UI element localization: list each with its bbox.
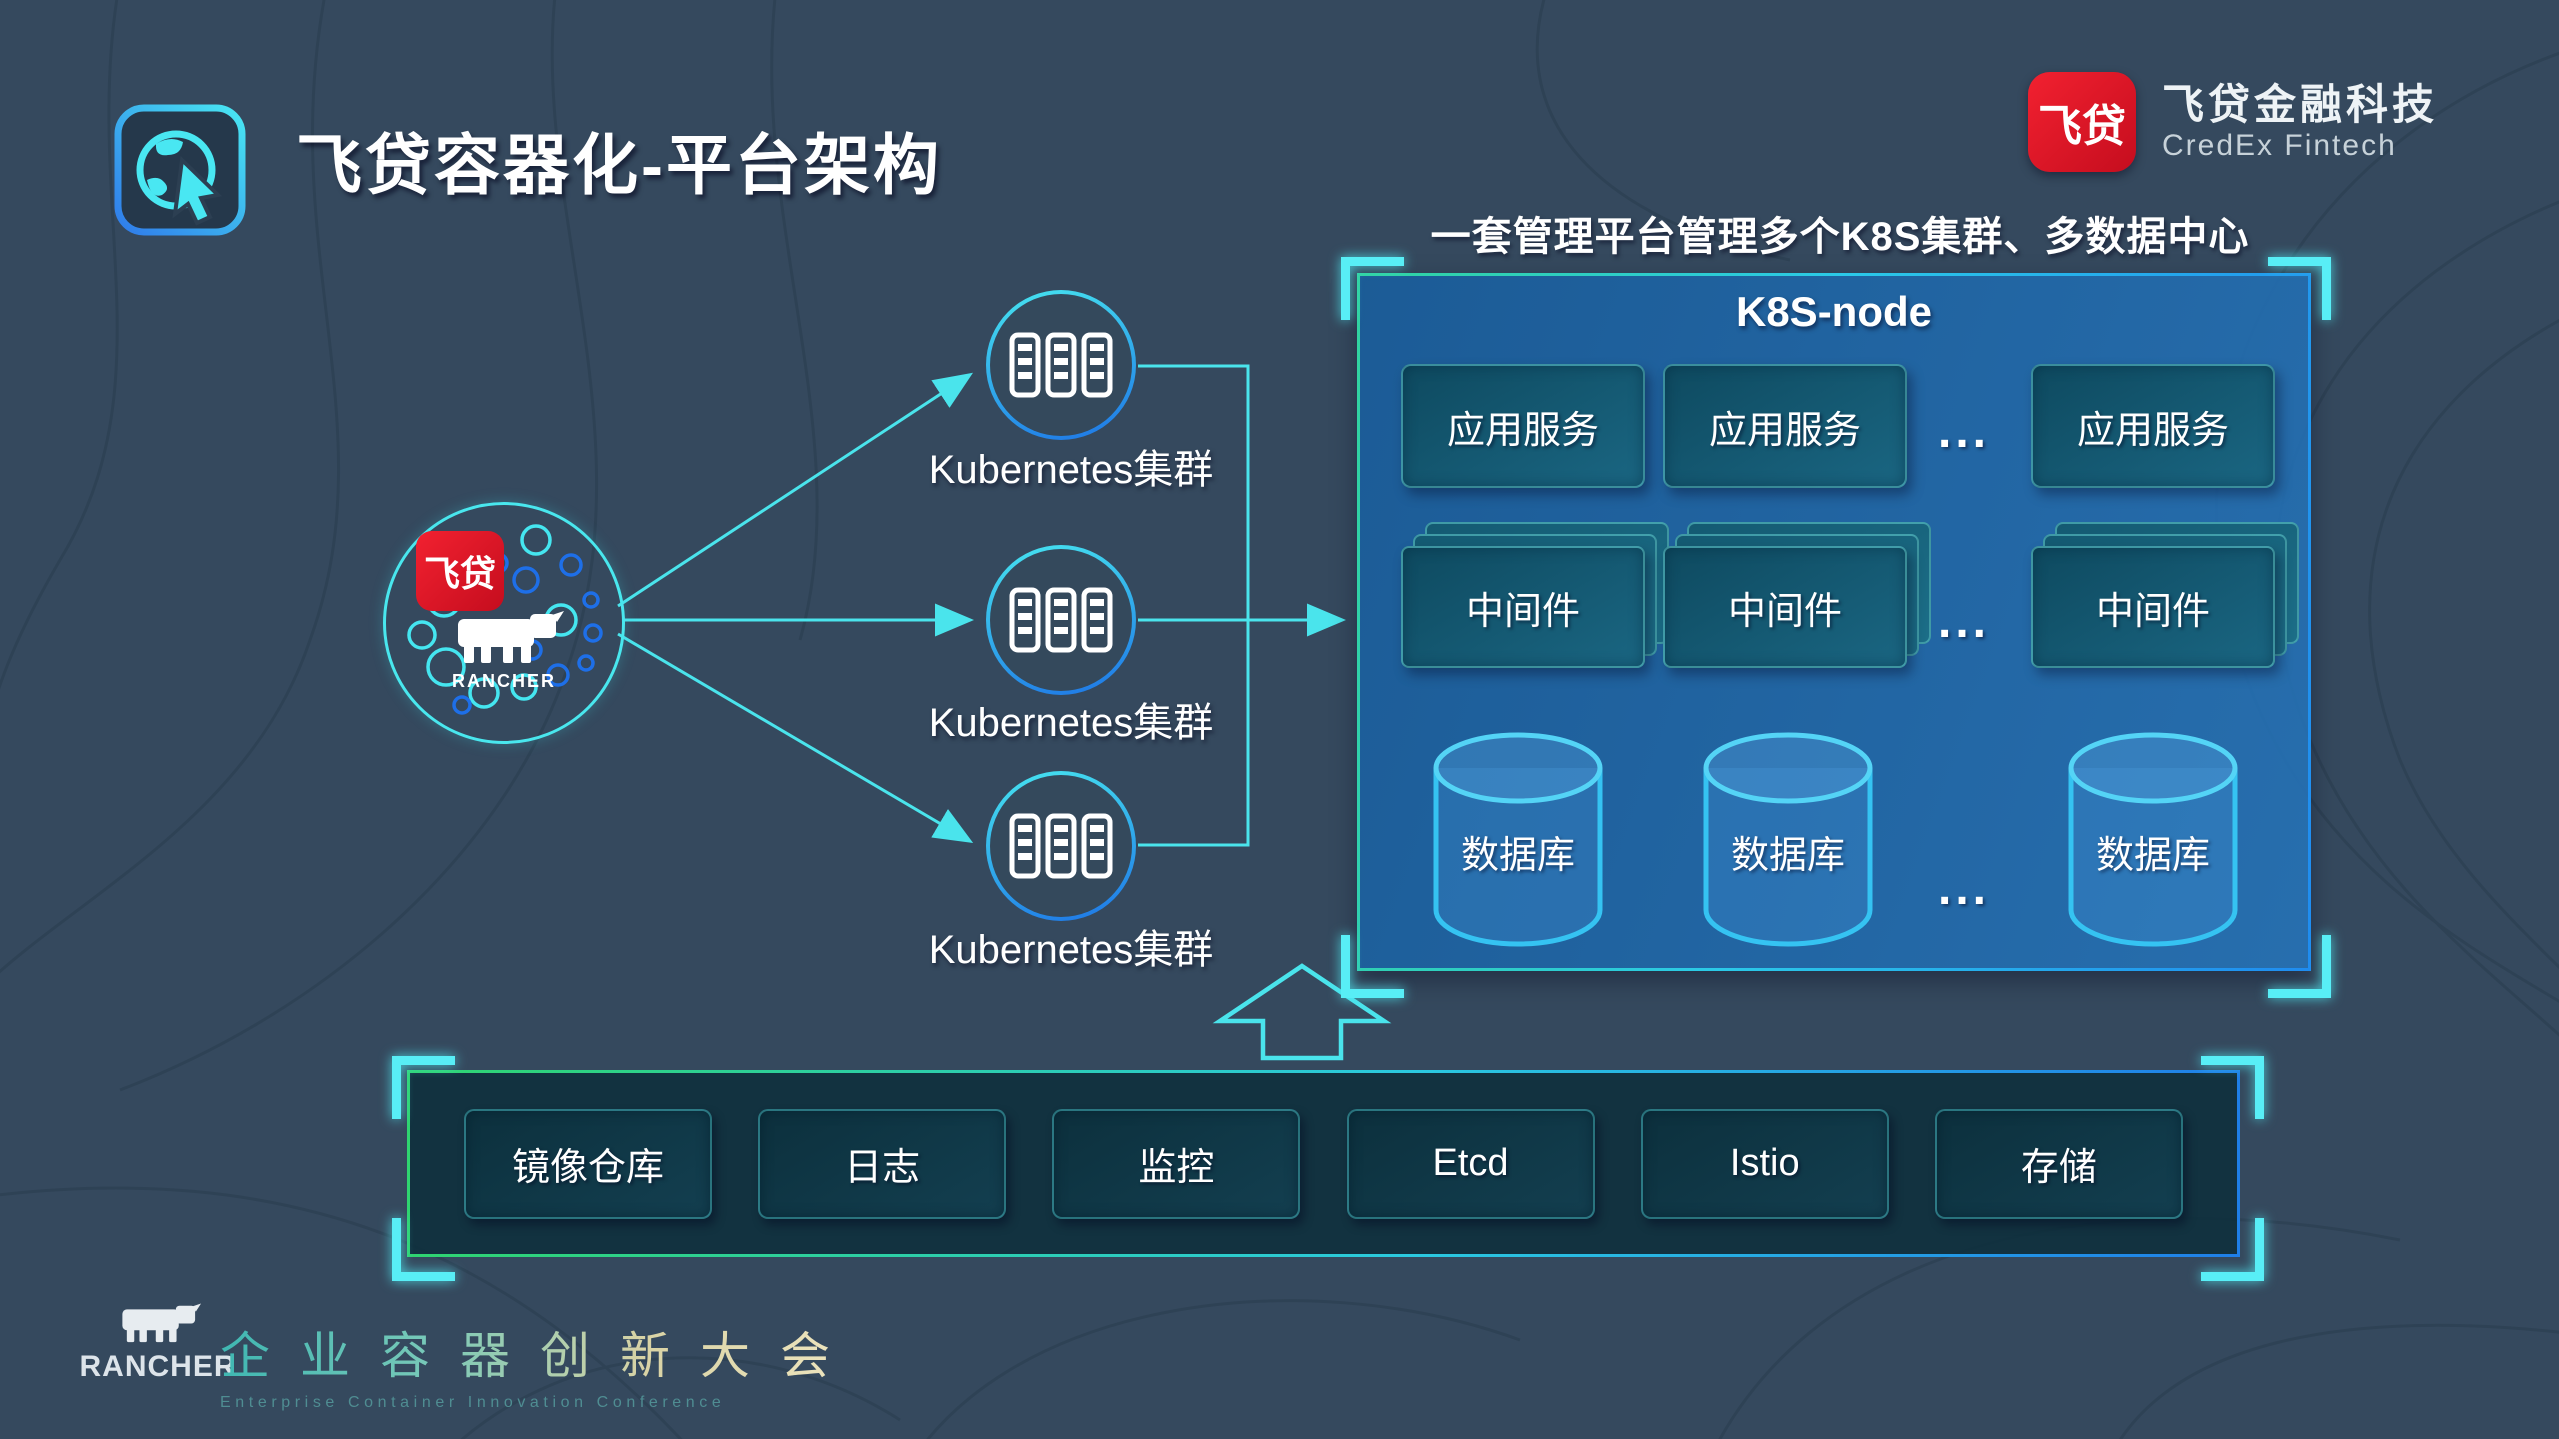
page-title: 飞贷容器化-平台架构 — [296, 128, 942, 202]
ellipsis: ... — [1937, 862, 1990, 915]
rancher-cow-icon — [458, 611, 564, 663]
hub-feidai-badge-icon: 飞贷 — [416, 531, 504, 611]
database-cylinder-2: 数据库 — [1700, 728, 1876, 952]
cluster-label-1: Kubernetes集群 — [928, 448, 1214, 492]
app-service-box-2: 应用服务 — [1663, 364, 1907, 488]
middleware-stack-3: 中间件 — [2031, 522, 2299, 668]
conference-title-en: Enterprise Container Innovation Conferen… — [220, 1394, 726, 1411]
corner-bracket-icon — [1341, 935, 1404, 998]
brand-name-cn: 飞贷金融科技 — [2162, 80, 2439, 128]
corner-bracket-icon — [2201, 1056, 2264, 1119]
platform-item-etcd: Etcd — [1346, 1108, 1595, 1219]
cluster-label-2: Kubernetes集群 — [928, 701, 1214, 745]
platform-item-monitor: 监控 — [1052, 1108, 1301, 1219]
arrow-bar-to-panel — [1212, 963, 1392, 1061]
app-service-box-3: 应用服务 — [2031, 364, 2275, 488]
platform-item-istio: Istio — [1640, 1108, 1889, 1219]
platform-item-logging: 日志 — [758, 1108, 1007, 1219]
database-cylinder-1: 数据库 — [1430, 728, 1606, 952]
server-rack-icon — [1009, 587, 1113, 653]
brand-name-en: CredEx Fintech — [2162, 129, 2397, 163]
rancher-hub: 飞贷 RANCHER — [383, 502, 625, 744]
middleware-label: 中间件 — [1401, 546, 1645, 668]
arrow-hub-to-cluster-3 — [617, 632, 974, 844]
footer-rancher-logo: RANCHER — [80, 1302, 236, 1384]
brand-badge-icon: 飞贷 — [2028, 72, 2136, 172]
k8s-node-title: K8S-node — [1735, 288, 1932, 335]
hub-rancher-label: RANCHER — [452, 671, 556, 691]
platform-item-storage: 存储 — [1934, 1108, 2183, 1219]
app-service-box-1: 应用服务 — [1401, 364, 1645, 488]
server-rack-icon — [1009, 332, 1113, 398]
platform-item-registry: 镜像仓库 — [464, 1108, 712, 1219]
corner-bracket-icon — [2201, 1218, 2264, 1281]
corner-bracket-icon — [2268, 935, 2331, 998]
database-label: 数据库 — [2095, 835, 2210, 877]
k8s-cluster-node-3 — [986, 771, 1136, 921]
database-cylinder-3: 数据库 — [2065, 728, 2241, 952]
conference-title-cn: 企业容器创新大会 — [220, 1316, 860, 1388]
arrow-hub-to-cluster-1 — [617, 372, 974, 608]
globe-cursor-icon — [112, 100, 248, 240]
platform-services-bar: 镜像仓库 日志 监控 Etcd Istio 存储 — [407, 1070, 2240, 1257]
cluster-label-3: Kubernetes集群 — [928, 928, 1214, 972]
hub-bubbles-icon — [407, 524, 603, 715]
corner-bracket-icon — [392, 1056, 455, 1119]
ellipsis: ... — [1937, 405, 1990, 458]
k8s-node-panel: K8S-node 应用服务 应用服务 应用服务 ... 中间件 中间件 中间件 … — [1357, 273, 2311, 971]
footer-conference: 企业容器创新大会 Enterprise Container Innovation… — [220, 1316, 860, 1412]
middleware-stack-2: 中间件 — [1663, 522, 1931, 668]
footer-rancher-label: RANCHER — [79, 1350, 237, 1383]
k8s-cluster-node-1 — [986, 290, 1136, 440]
corner-bracket-icon — [2268, 257, 2331, 320]
corner-bracket-icon — [1341, 257, 1404, 320]
panel-caption: 一套管理平台管理多个K8S集群、多数据中心 — [1430, 215, 2250, 259]
server-rack-icon — [1009, 813, 1113, 879]
middleware-label: 中间件 — [2031, 546, 2275, 668]
database-label: 数据库 — [1460, 835, 1575, 877]
database-label: 数据库 — [1730, 835, 1845, 877]
corner-bracket-icon — [392, 1218, 455, 1281]
middleware-stack-1: 中间件 — [1401, 522, 1669, 668]
rancher-cow-icon — [122, 1303, 202, 1343]
cluster-bus-line — [1138, 364, 1250, 847]
middleware-label: 中间件 — [1663, 546, 1907, 668]
k8s-cluster-node-2 — [986, 545, 1136, 695]
ellipsis: ... — [1937, 595, 1990, 648]
brand-logo: 飞贷 飞贷金融科技 CredEx Fintech — [2028, 72, 2438, 172]
